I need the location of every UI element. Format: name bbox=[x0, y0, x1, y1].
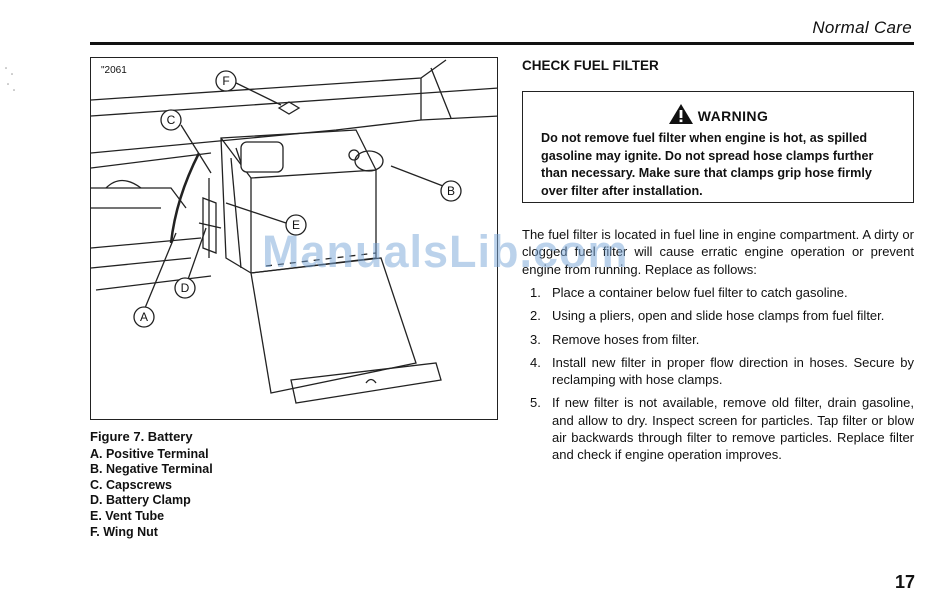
step-item: 1. Place a container below fuel filter to… bbox=[530, 284, 914, 301]
callout-e: E bbox=[292, 218, 300, 232]
callout-a: A bbox=[140, 310, 148, 324]
step-text: Install new filter in proper flow direct… bbox=[552, 354, 914, 388]
legend-item: C. Capscrews bbox=[90, 477, 172, 492]
battery-figure: F C B E D A "2061 bbox=[90, 57, 498, 420]
figure-number: "2061 bbox=[101, 65, 127, 76]
legend-item: B. Negative Terminal bbox=[90, 462, 213, 477]
steps-list: 1. Place a container below fuel filter to… bbox=[530, 284, 914, 470]
warning-heading: WARNING bbox=[523, 103, 913, 125]
caption-title: Figure 7. Battery bbox=[90, 429, 193, 444]
step-item: 4. Install new filter in proper flow dire… bbox=[530, 354, 914, 389]
step-text: If new filter is not available, remove o… bbox=[552, 395, 914, 463]
step-number: 1. bbox=[530, 285, 541, 300]
legend-list: A. Positive Terminal B. Negative Termina… bbox=[90, 447, 213, 541]
figure-caption: Figure 7. Battery A. Positive Terminal B… bbox=[90, 429, 213, 540]
header-rule bbox=[90, 42, 914, 45]
step-number: 5. bbox=[530, 395, 541, 411]
step-text: Remove hoses from filter. bbox=[552, 331, 700, 347]
intro-paragraph: The fuel filter is located in fuel line … bbox=[522, 227, 914, 277]
warning-box: WARNING Do not remove fuel filter when e… bbox=[522, 91, 914, 203]
warning-triangle-icon bbox=[668, 104, 693, 124]
step-text: Place a container below fuel filter to c… bbox=[552, 285, 848, 300]
legend-item: E. Vent Tube bbox=[90, 508, 165, 523]
legend-item: F. Wing Nut bbox=[90, 524, 158, 539]
margin-marks bbox=[5, 67, 15, 91]
legend-item: A. Positive Terminal bbox=[90, 446, 209, 461]
step-number: 4. bbox=[530, 354, 541, 370]
step-item: 2. Using a pliers, open and slide hose cl… bbox=[530, 307, 914, 324]
warning-text: Do not remove fuel filter when engine is… bbox=[541, 131, 874, 198]
callout-d: D bbox=[181, 281, 190, 295]
step-text: Using a pliers, open and slide hose clam… bbox=[552, 308, 885, 324]
step-number: 3. bbox=[530, 331, 541, 347]
warning-label: WARNING bbox=[697, 108, 769, 124]
battery-illustration: F C B E D A bbox=[91, 59, 497, 404]
legend-item: D. Battery Clamp bbox=[90, 493, 191, 508]
step-item: 3. Remove hoses from filter. bbox=[530, 331, 914, 348]
callout-b: B bbox=[447, 184, 455, 198]
step-item: 5. If new filter is not available, remove… bbox=[530, 394, 914, 463]
page-section-title: Normal Care bbox=[812, 18, 912, 37]
callout-c: C bbox=[167, 113, 176, 127]
section-title: CHECK FUEL FILTER bbox=[522, 58, 659, 73]
callout-f: F bbox=[222, 74, 229, 88]
page-number: 17 bbox=[894, 572, 915, 592]
step-number: 2. bbox=[530, 308, 541, 324]
